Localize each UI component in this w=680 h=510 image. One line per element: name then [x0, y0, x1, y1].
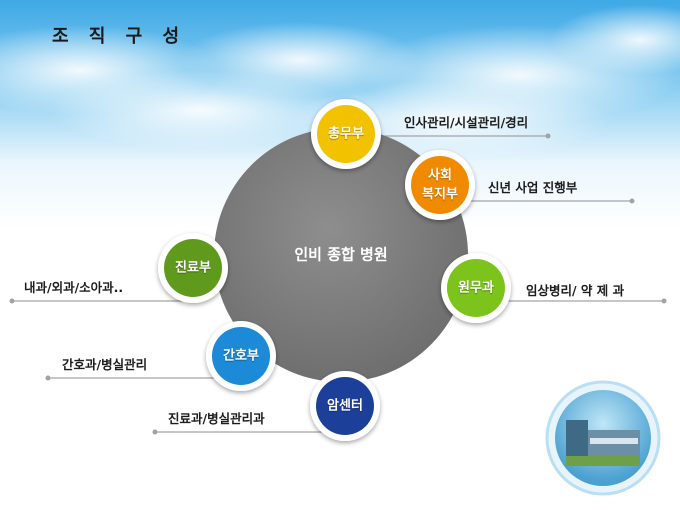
- node-ganho-label: 간호부: [223, 348, 259, 364]
- node-wonmu-label: 원무과: [458, 280, 494, 296]
- node-wonmu-fill: [447, 259, 505, 317]
- desc-wonmu: 임상병리/ 약 제 과: [526, 283, 625, 298]
- page-title: 조 직 구 성: [52, 26, 187, 47]
- node-amcenter-fill: [316, 377, 374, 435]
- connector-lines: [12, 135, 664, 433]
- node-chongmu-fill: [317, 105, 375, 163]
- node-jinryo-label: 진료부: [175, 260, 211, 276]
- hub-label: 인비 종합 병원: [294, 245, 388, 264]
- node-sahoe-label-line1: 사회: [428, 168, 452, 183]
- desc-amcenter: 진료과/병실관리과: [168, 411, 265, 426]
- hub-circle: [214, 128, 468, 382]
- node-jinryo-fill: [164, 239, 222, 297]
- node-chongmu[interactable]: [311, 99, 381, 169]
- hospital-building-image: [545, 380, 661, 496]
- node-wonmu[interactable]: [441, 253, 511, 323]
- node-chongmu-label: 총무부: [328, 126, 364, 142]
- desc-jinryo: 내과/외과/소아과..: [24, 280, 124, 295]
- node-ganho-fill: [212, 327, 270, 385]
- node-amcenter-label: 암센터: [327, 398, 363, 414]
- node-sahoe-label-line2: 복지부: [422, 187, 458, 202]
- node-sahoe[interactable]: [405, 150, 475, 220]
- node-sahoe-label: 사회 복지부: [422, 166, 458, 204]
- desc-sahoe: 신년 사업 진행부: [488, 180, 578, 195]
- node-jinryo[interactable]: [158, 233, 228, 303]
- desc-chongmu: 인사관리/시설관리/경리: [404, 115, 529, 130]
- node-ganho[interactable]: [206, 321, 276, 391]
- connector-dots: [9, 133, 667, 435]
- node-sahoe-fill: [411, 156, 469, 214]
- node-amcenter[interactable]: [310, 371, 380, 441]
- desc-ganho: 간호과/병실관리: [62, 357, 148, 372]
